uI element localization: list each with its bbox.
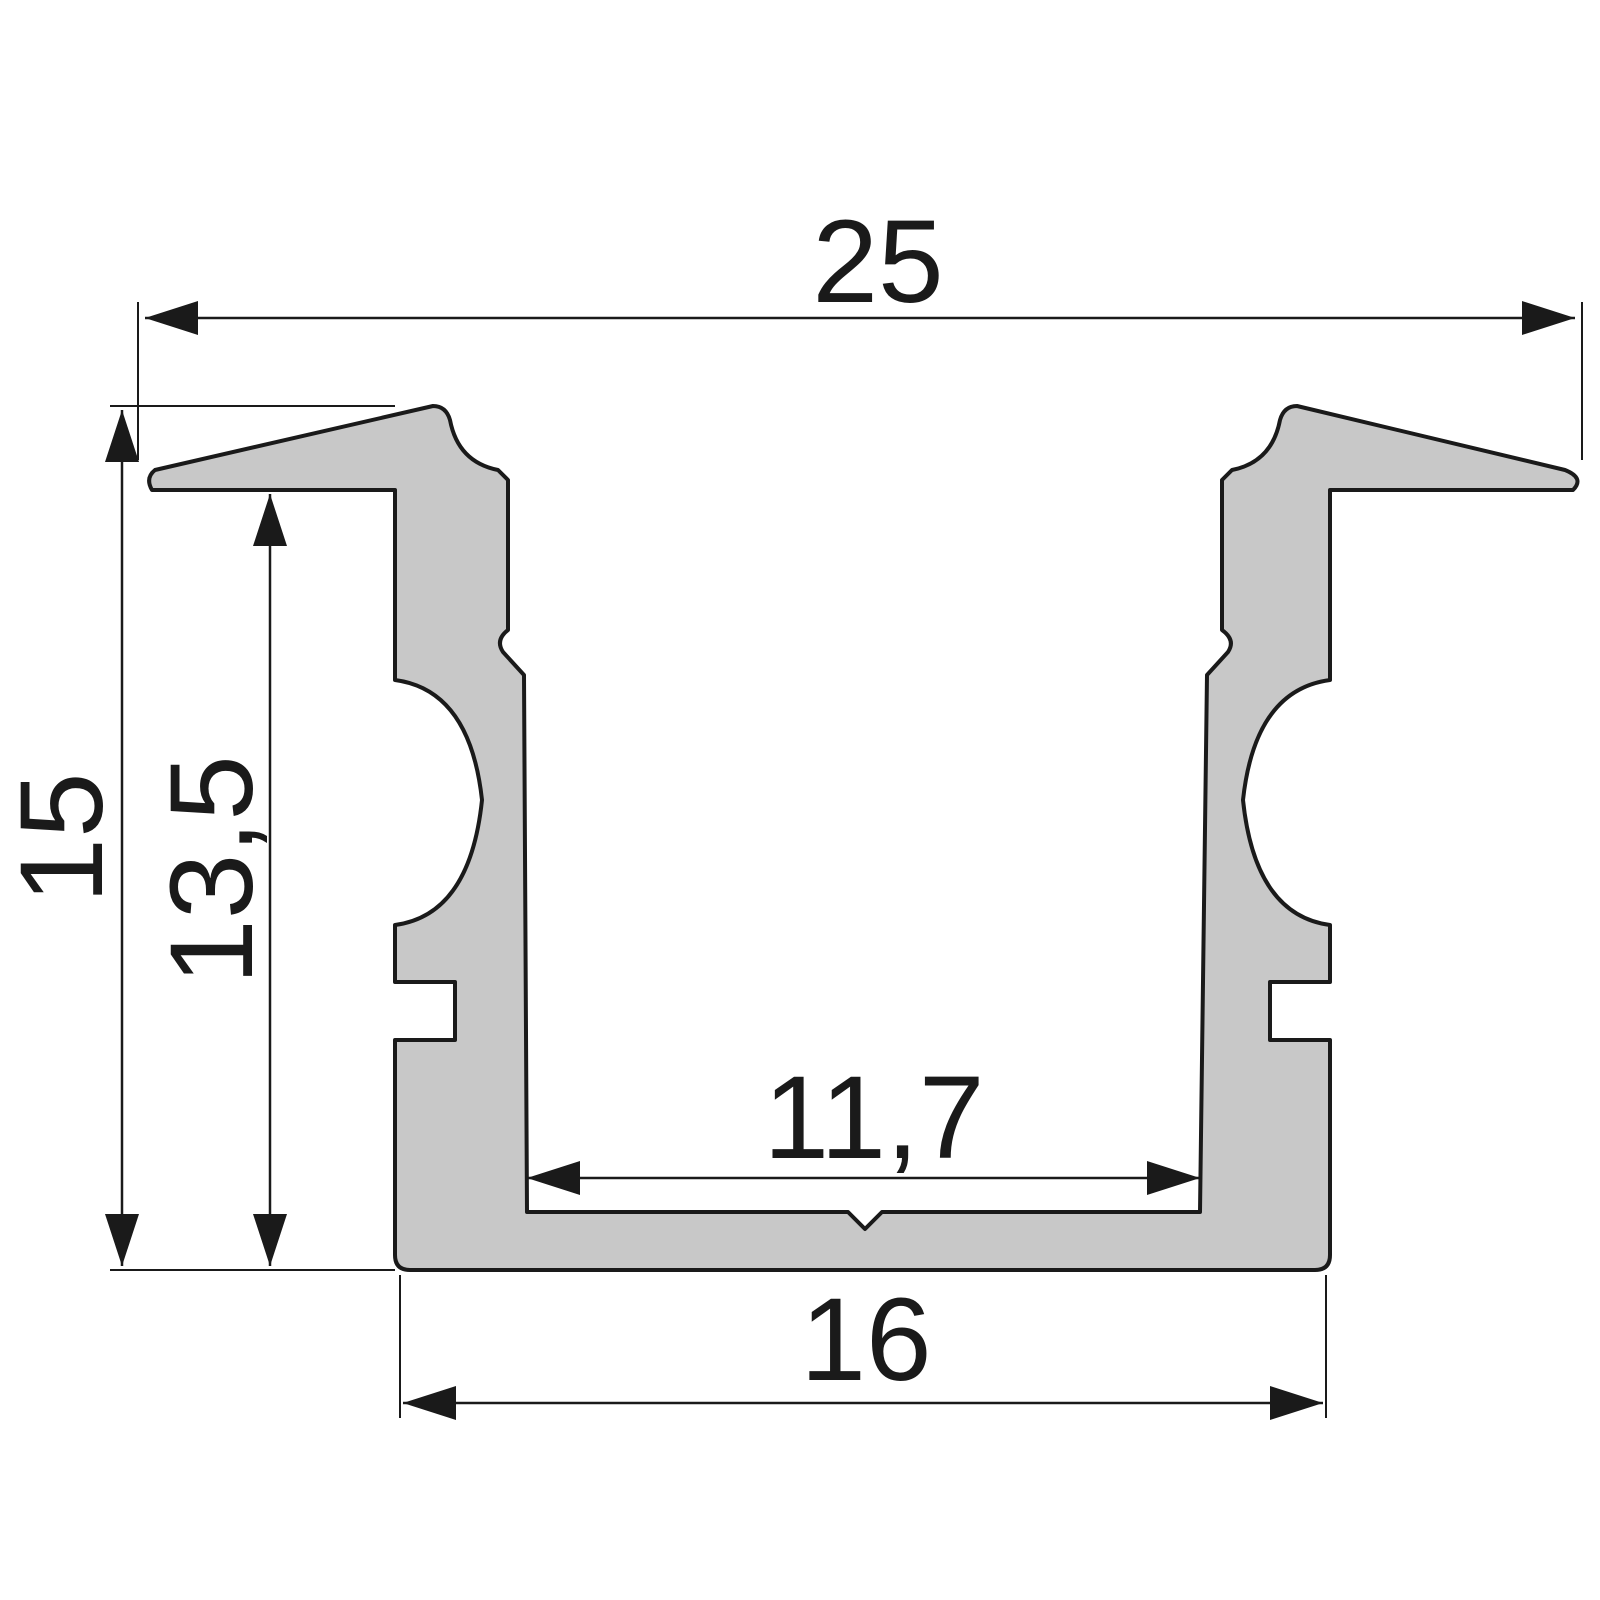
- dimension-label-overall-width: 25: [812, 196, 943, 328]
- arrow-left-icon: [527, 1161, 580, 1195]
- arrow-right-icon: [1522, 301, 1575, 335]
- arrow-down-icon: [105, 1214, 139, 1266]
- dimension-label-overall-height: 15: [0, 772, 128, 903]
- arrow-right-icon: [1270, 1386, 1323, 1420]
- arrow-up-icon: [105, 410, 139, 462]
- arrow-left-icon: [145, 301, 198, 335]
- arrow-down-icon: [253, 1214, 287, 1266]
- aluminium-profile-section: [147, 404, 1580, 1272]
- arrow-right-icon: [1147, 1161, 1200, 1195]
- dimension-label-inner-height: 13,5: [146, 755, 278, 985]
- dimension-label-inner-width: 11,7: [764, 1052, 985, 1184]
- dimension-label-base-width: 16: [800, 1274, 931, 1406]
- arrow-up-icon: [253, 494, 287, 546]
- arrow-left-icon: [403, 1386, 456, 1420]
